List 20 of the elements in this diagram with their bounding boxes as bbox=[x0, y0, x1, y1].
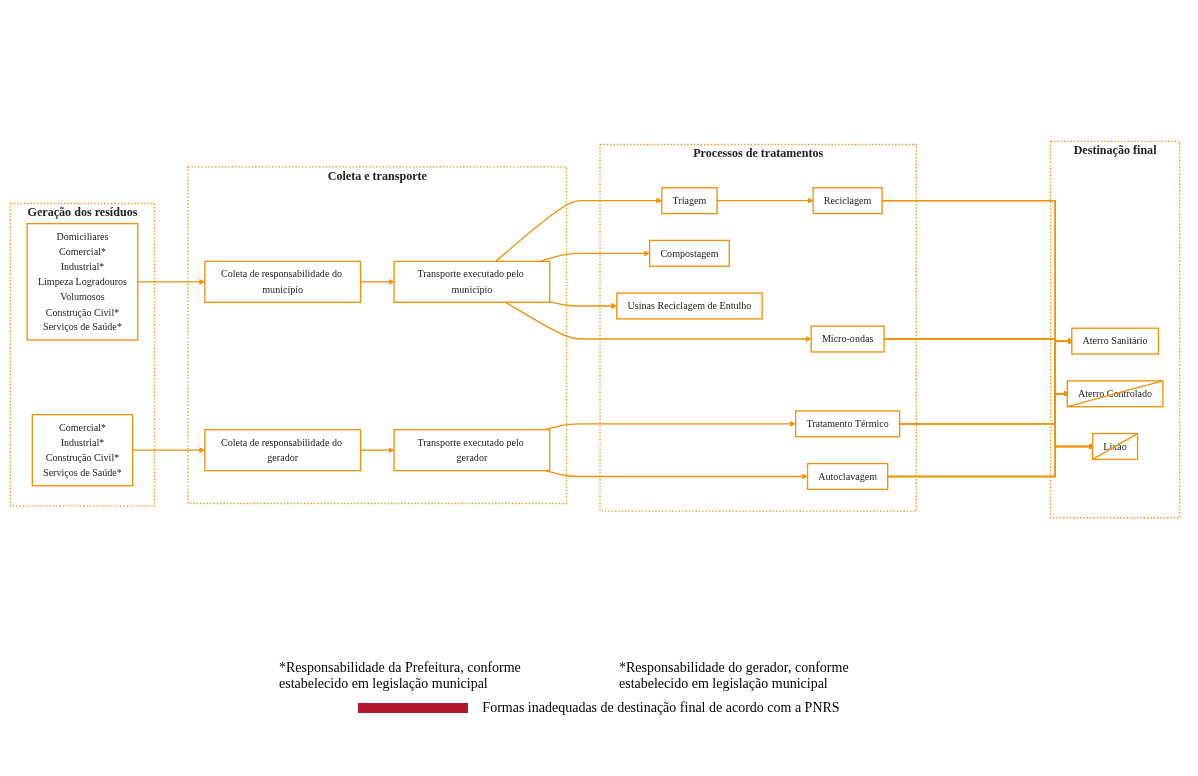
node-box: Comercial* Industrial* Construção Civil* Serviços de Saúde* bbox=[31, 414, 134, 487]
node-box: Autoclavagem bbox=[806, 463, 889, 491]
node-box: Compostagem bbox=[649, 240, 730, 268]
node-box: Coleta de responsabilidade do município bbox=[204, 261, 362, 304]
node-box: Micro-ondas bbox=[810, 325, 885, 354]
arrow bbox=[539, 250, 650, 263]
arrow bbox=[505, 302, 812, 343]
node-box: Reciclagem bbox=[812, 187, 883, 215]
node-box: Tratamento Térmico bbox=[795, 410, 901, 438]
node-box: Usinas Reciclagem de Entulho bbox=[616, 292, 763, 321]
footnote: *Responsabilidade do gerador, conforme estabelecido em legislação municipal bbox=[619, 660, 850, 692]
node-box: Transporte executado pelo município bbox=[393, 261, 551, 304]
node-box: Domiciliares Comercial* Industrial* Limpeza Logradouros Volumosos Construção Civil* Serviços de Saúde* bbox=[26, 223, 139, 342]
arrow bbox=[544, 421, 796, 431]
node-box: Transporte executado pelo gerador bbox=[393, 429, 551, 472]
legend-text: Formas inadequadas de destinação final de acordo com a PNRS bbox=[482, 700, 840, 716]
node-box: Triagem bbox=[661, 187, 718, 215]
footnote: *Responsabilidade da Prefeitura, conforme estabelecido em legislação municipal bbox=[279, 660, 522, 692]
node-box: Coleta de responsabilidade do gerador bbox=[204, 429, 362, 472]
node-box: Aterro Sanitário bbox=[1071, 328, 1160, 356]
